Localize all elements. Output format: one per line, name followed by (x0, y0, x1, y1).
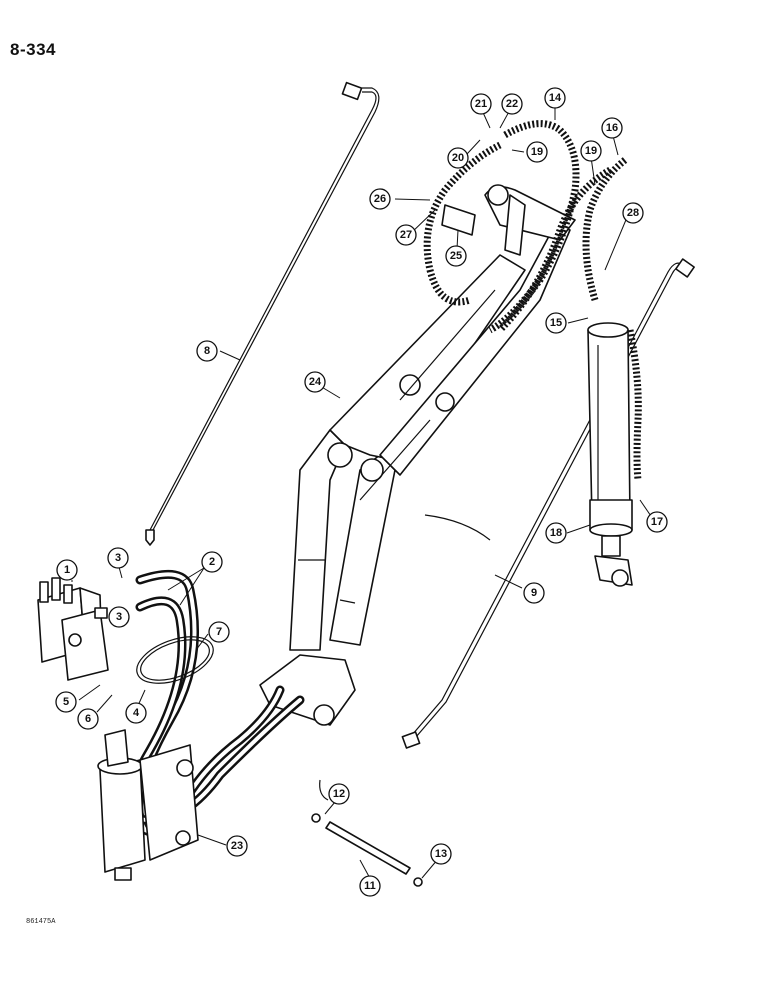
control-valve-1 (37, 577, 109, 681)
svg-text:6: 6 (85, 713, 91, 725)
callout-24: 24 (304, 371, 326, 393)
callout-21: 21 (470, 93, 492, 115)
callout-8: 8 (196, 340, 218, 362)
svg-text:12: 12 (333, 788, 345, 800)
svg-text:19: 19 (585, 145, 597, 157)
callout-15: 15 (545, 312, 567, 334)
svg-text:20: 20 (452, 152, 464, 164)
svg-text:8: 8 (204, 345, 210, 357)
tube-9 (401, 258, 695, 749)
callout-9: 9 (523, 582, 545, 604)
pin-11 (311, 779, 423, 887)
callout-28: 28 (622, 202, 644, 224)
bracket-25 (441, 204, 476, 236)
svg-text:15: 15 (550, 317, 562, 329)
tube-8 (145, 81, 380, 546)
callout-1: 1 (56, 559, 78, 581)
svg-text:18: 18 (550, 527, 562, 539)
hose-16 (497, 157, 628, 333)
svg-text:3: 3 (115, 552, 121, 564)
callout-4: 4 (125, 702, 147, 724)
hose-7 (136, 636, 214, 684)
svg-text:24: 24 (309, 376, 322, 388)
svg-text:3: 3 (116, 611, 122, 623)
page-number: 8-334 (10, 40, 56, 59)
svg-text:27: 27 (400, 229, 412, 241)
callout-3a: 3 (107, 547, 129, 569)
callout-13: 13 (430, 843, 452, 865)
hose-14 (423, 120, 580, 334)
svg-text:7: 7 (216, 626, 222, 638)
svg-text:21: 21 (475, 98, 487, 110)
callout-23: 23 (226, 835, 248, 857)
hose-17-side (626, 329, 642, 481)
svg-text:16: 16 (606, 122, 618, 134)
callout-20: 20 (447, 147, 469, 169)
swing-tower-23 (97, 729, 199, 881)
callout-14: 14 (544, 87, 566, 109)
svg-text:23: 23 (231, 840, 243, 852)
callout-6: 6 (77, 708, 99, 730)
callout-18: 18 (545, 522, 567, 544)
svg-text:19: 19 (531, 146, 543, 158)
callout-22: 22 (501, 93, 523, 115)
svg-text:17: 17 (651, 516, 663, 528)
callout-11: 11 (359, 875, 381, 897)
callouts: 1 2 3 3 4 5 6 7 8 9 11 12 13 14 15 16 17… (55, 87, 668, 897)
svg-text:5: 5 (63, 696, 69, 708)
boom-24 (259, 184, 576, 726)
svg-text:13: 13 (435, 848, 447, 860)
svg-text:25: 25 (450, 250, 462, 262)
callout-12: 12 (328, 783, 350, 805)
callout-19b: 19 (580, 140, 602, 162)
callout-27: 27 (395, 224, 417, 246)
callout-17: 17 (646, 511, 668, 533)
callout-5: 5 (55, 691, 77, 713)
callout-2: 2 (201, 551, 223, 573)
svg-text:28: 28 (627, 207, 639, 219)
cylinder-18 (587, 322, 633, 587)
callout-16: 16 (601, 117, 623, 139)
callout-26: 26 (369, 188, 391, 210)
callout-19a: 19 (526, 141, 548, 163)
svg-text:9: 9 (531, 587, 537, 599)
callout-7: 7 (208, 621, 230, 643)
callout-25: 25 (445, 245, 467, 267)
svg-text:11: 11 (364, 880, 376, 892)
svg-text:14: 14 (549, 92, 562, 104)
figure-code: 861475A (26, 918, 56, 926)
svg-text:2: 2 (209, 556, 215, 568)
callout-3b: 3 (108, 606, 130, 628)
svg-text:26: 26 (374, 193, 386, 205)
svg-text:4: 4 (133, 707, 140, 719)
svg-text:1: 1 (64, 564, 70, 576)
svg-text:22: 22 (506, 98, 518, 110)
